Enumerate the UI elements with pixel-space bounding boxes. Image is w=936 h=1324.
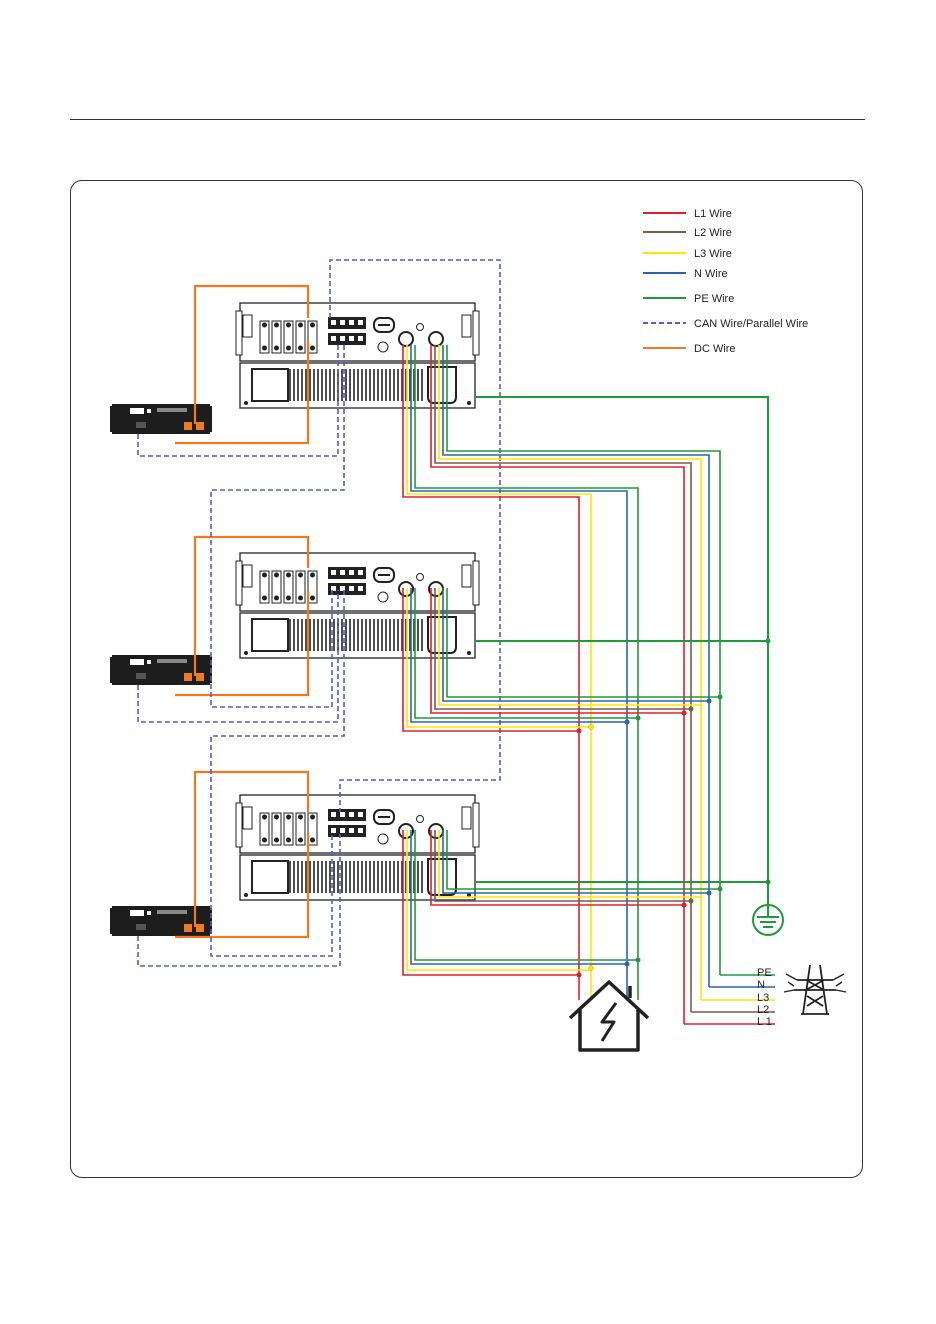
grid-terminal-label: N — [757, 979, 765, 991]
house-load-icon — [570, 982, 648, 1050]
power-tower-icon — [784, 965, 846, 1014]
grid-terminal-label: L3 — [757, 992, 769, 1004]
legend-label: DC Wire — [694, 343, 736, 355]
grid-terminal-label: PE — [757, 967, 772, 979]
legend-label: L1 Wire — [694, 208, 732, 220]
legend-label: L3 Wire — [694, 248, 732, 260]
legend-label: N Wire — [694, 268, 728, 280]
legend-label: CAN Wire/Parallel Wire — [694, 318, 808, 330]
ac-wires — [403, 345, 775, 1024]
battery-icon — [110, 906, 212, 936]
ground-icon — [753, 905, 783, 935]
legend-label: L2 Wire — [694, 227, 732, 239]
junction-dots — [577, 639, 771, 978]
battery-icon — [110, 404, 212, 434]
grid-terminal-label: L2 — [757, 1004, 769, 1016]
pe-ground-wires — [476, 397, 768, 905]
grid-terminal-label: L 1 — [757, 1016, 772, 1028]
battery-icon — [110, 655, 212, 685]
legend-label: PE Wire — [694, 293, 734, 305]
